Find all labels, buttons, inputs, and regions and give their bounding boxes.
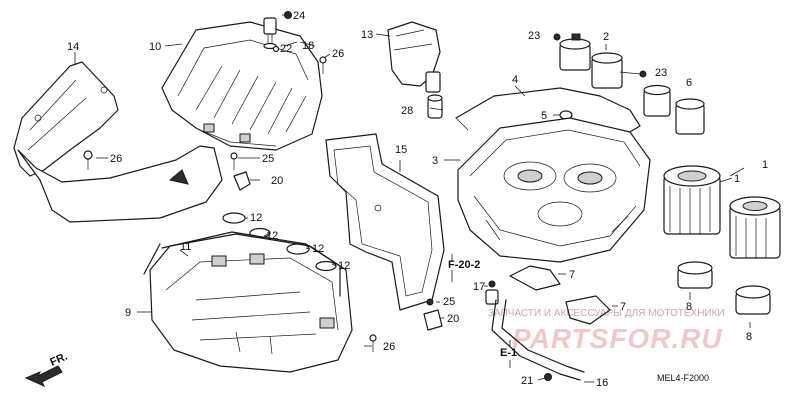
leader-lines — [74, 14, 751, 383]
callout-10: 10 — [149, 41, 161, 53]
ref-f20-2[interactable]: F-20-2 — [448, 259, 480, 271]
part-2-funnel-holder[interactable] — [559, 33, 623, 89]
callout-11: 11 — [180, 241, 191, 253]
screw-23-b[interactable] — [639, 70, 647, 78]
callout-20-b: 20 — [447, 313, 459, 325]
part-11-seal[interactable] — [143, 231, 341, 297]
section-references: F-20-2 E-1 — [448, 254, 517, 368]
ref-e1[interactable]: E-1 — [500, 347, 517, 359]
callout-25-b: 25 — [443, 296, 455, 308]
callout-1-right: 1 — [762, 159, 768, 171]
part-1-filter-a[interactable] — [663, 165, 721, 235]
part-8-cap-a[interactable] — [677, 261, 713, 289]
callout-20-a: 20 — [271, 175, 283, 187]
part-6-funnel-holder[interactable] — [643, 84, 705, 135]
part-17-bolt[interactable] — [485, 280, 499, 305]
callout-7-a: 7 — [569, 269, 575, 281]
watermark-tagline: ЗАПЧАСТИ И АКСЕССУАРЫ ДЛЯ МОТОТЕХНИКИ — [488, 308, 725, 319]
callout-9: 9 — [125, 307, 131, 319]
callout-18: 18 — [302, 40, 314, 52]
callout-12-d: 12 — [338, 260, 350, 272]
callout-24: 24 — [293, 10, 305, 22]
screw-23-a[interactable] — [553, 33, 561, 41]
callout-21: 21 — [521, 375, 533, 387]
callout-25-a: 25 — [262, 153, 274, 165]
callout-22: 22 — [280, 43, 292, 55]
part-7-seal-a[interactable] — [509, 265, 561, 291]
watermark-logo: PARTSFOR.RU — [512, 323, 723, 354]
clip-21[interactable] — [544, 373, 552, 381]
direction-label: FR. — [48, 351, 69, 369]
clip-20-b[interactable] — [423, 309, 443, 331]
diagram-code: MEL4-F2000 — [657, 373, 709, 383]
screw-26-mid[interactable] — [83, 150, 93, 170]
callout-17: 17 — [473, 281, 485, 293]
callout-7-b: 7 — [620, 301, 626, 313]
callout-6: 6 — [686, 77, 692, 89]
callout-16: 16 — [596, 377, 608, 389]
callout-12-b: 12 — [266, 230, 278, 242]
part-14-lower-cover[interactable] — [17, 145, 223, 223]
screw-26-top[interactable] — [319, 56, 327, 74]
callout-14: 14 — [67, 41, 79, 53]
callout-2: 2 — [603, 31, 609, 43]
part-16-drain-tube[interactable] — [491, 299, 585, 381]
front-direction-indicator: FR. — [24, 351, 69, 388]
callout-12-c: 12 — [312, 243, 324, 255]
callout-4: 4 — [512, 74, 518, 86]
screw-25-b[interactable] — [426, 298, 434, 306]
callout-1-left: 1 — [734, 173, 740, 185]
clip-20-a[interactable] — [233, 171, 251, 191]
callout-13: 13 — [361, 29, 373, 41]
part-14-side-cover[interactable] — [13, 61, 119, 177]
callout-23-b: 23 — [655, 67, 667, 79]
part-7-seal-b[interactable] — [565, 295, 611, 325]
callout-8-a: 8 — [686, 301, 692, 313]
callout-26-bottom: 26 — [383, 341, 395, 353]
callout-23-a: 23 — [528, 30, 540, 42]
part-8-cap-b[interactable] — [735, 285, 771, 315]
washer-22[interactable] — [272, 45, 280, 53]
part-1-filter-b[interactable] — [729, 196, 781, 259]
part-15-gasket-plate[interactable] — [325, 133, 445, 311]
bolt-26-bottom[interactable] — [369, 334, 377, 352]
callout-labels: 24 22 18 26 10 14 13 23 2 4 23 6 28 5 3 … — [67, 10, 768, 389]
callout-8-b: 8 — [746, 331, 752, 343]
callout-15: 15 — [395, 144, 407, 156]
part-3-air-cleaner-case[interactable] — [457, 117, 651, 263]
part-9-lower-housing[interactable] — [149, 233, 353, 373]
callout-28: 28 — [401, 105, 413, 117]
part-10-upper-housing[interactable] — [161, 21, 323, 151]
part-4-seal[interactable] — [455, 87, 641, 141]
part-28-grommet[interactable] — [427, 94, 443, 119]
screw-25-a[interactable] — [230, 152, 238, 170]
callout-3: 3 — [432, 155, 438, 167]
callout-12-a: 12 — [250, 212, 262, 224]
callout-5: 5 — [541, 110, 547, 122]
callout-26-top: 26 — [332, 48, 344, 60]
bolt-18-assembly[interactable] — [263, 17, 277, 50]
part-13-intake-duct[interactable] — [387, 21, 441, 93]
callout-26-mid: 26 — [110, 153, 122, 165]
